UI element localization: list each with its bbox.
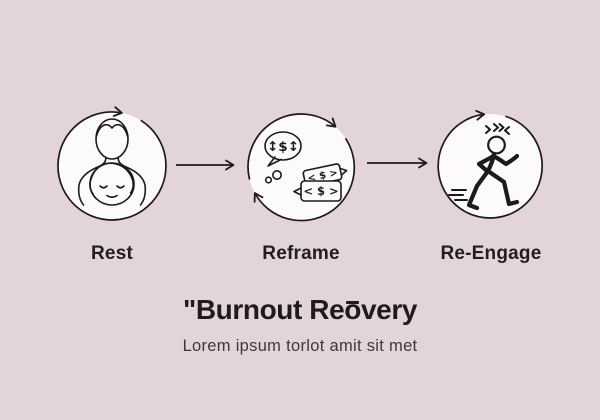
runner-head bbox=[487, 135, 506, 155]
title-overline-char: o bbox=[344, 294, 361, 325]
cycle-arrow bbox=[57, 106, 167, 221]
cycle-arrow bbox=[437, 109, 544, 219]
thought-dot-large bbox=[271, 170, 282, 180]
alert-chevrons bbox=[485, 123, 510, 135]
money-talk-reframe-icon: ↕$↕ < $ > < $ > bbox=[264, 131, 348, 202]
thought-bubble-tail bbox=[267, 156, 282, 167]
title-post: very bbox=[361, 294, 418, 325]
cycle-arrow-top bbox=[247, 113, 337, 180]
page-title: "Burnout Reovery bbox=[0, 294, 600, 326]
step-circle-reengage bbox=[437, 109, 544, 219]
runner-body bbox=[466, 151, 520, 211]
title-pre: "Burnout Re bbox=[182, 294, 345, 325]
running-person-icon bbox=[448, 123, 520, 211]
step-label-rest: Rest bbox=[91, 243, 133, 264]
thought-dot-small bbox=[264, 176, 273, 184]
thought-bubble-text: ↕$↕ bbox=[267, 139, 299, 155]
money-card-bottom-text: < $ > bbox=[303, 184, 338, 198]
thought-bubble bbox=[264, 131, 302, 161]
step-circle-rest bbox=[57, 106, 167, 221]
step-label-reengage: Re-Engage bbox=[440, 243, 542, 264]
step-label-reframe: Reframe bbox=[262, 243, 340, 264]
cycle-arrow-bottom bbox=[253, 138, 356, 222]
page-subtitle: Lorem ipsum torlot amit sit met bbox=[182, 337, 418, 355]
money-card-bottom: < $ > bbox=[293, 180, 342, 202]
motion-lines bbox=[448, 189, 468, 201]
parent-child-resting-icon bbox=[77, 118, 147, 206]
step-circle-reframe: ↕$↕ < $ > < $ > bbox=[247, 113, 356, 222]
